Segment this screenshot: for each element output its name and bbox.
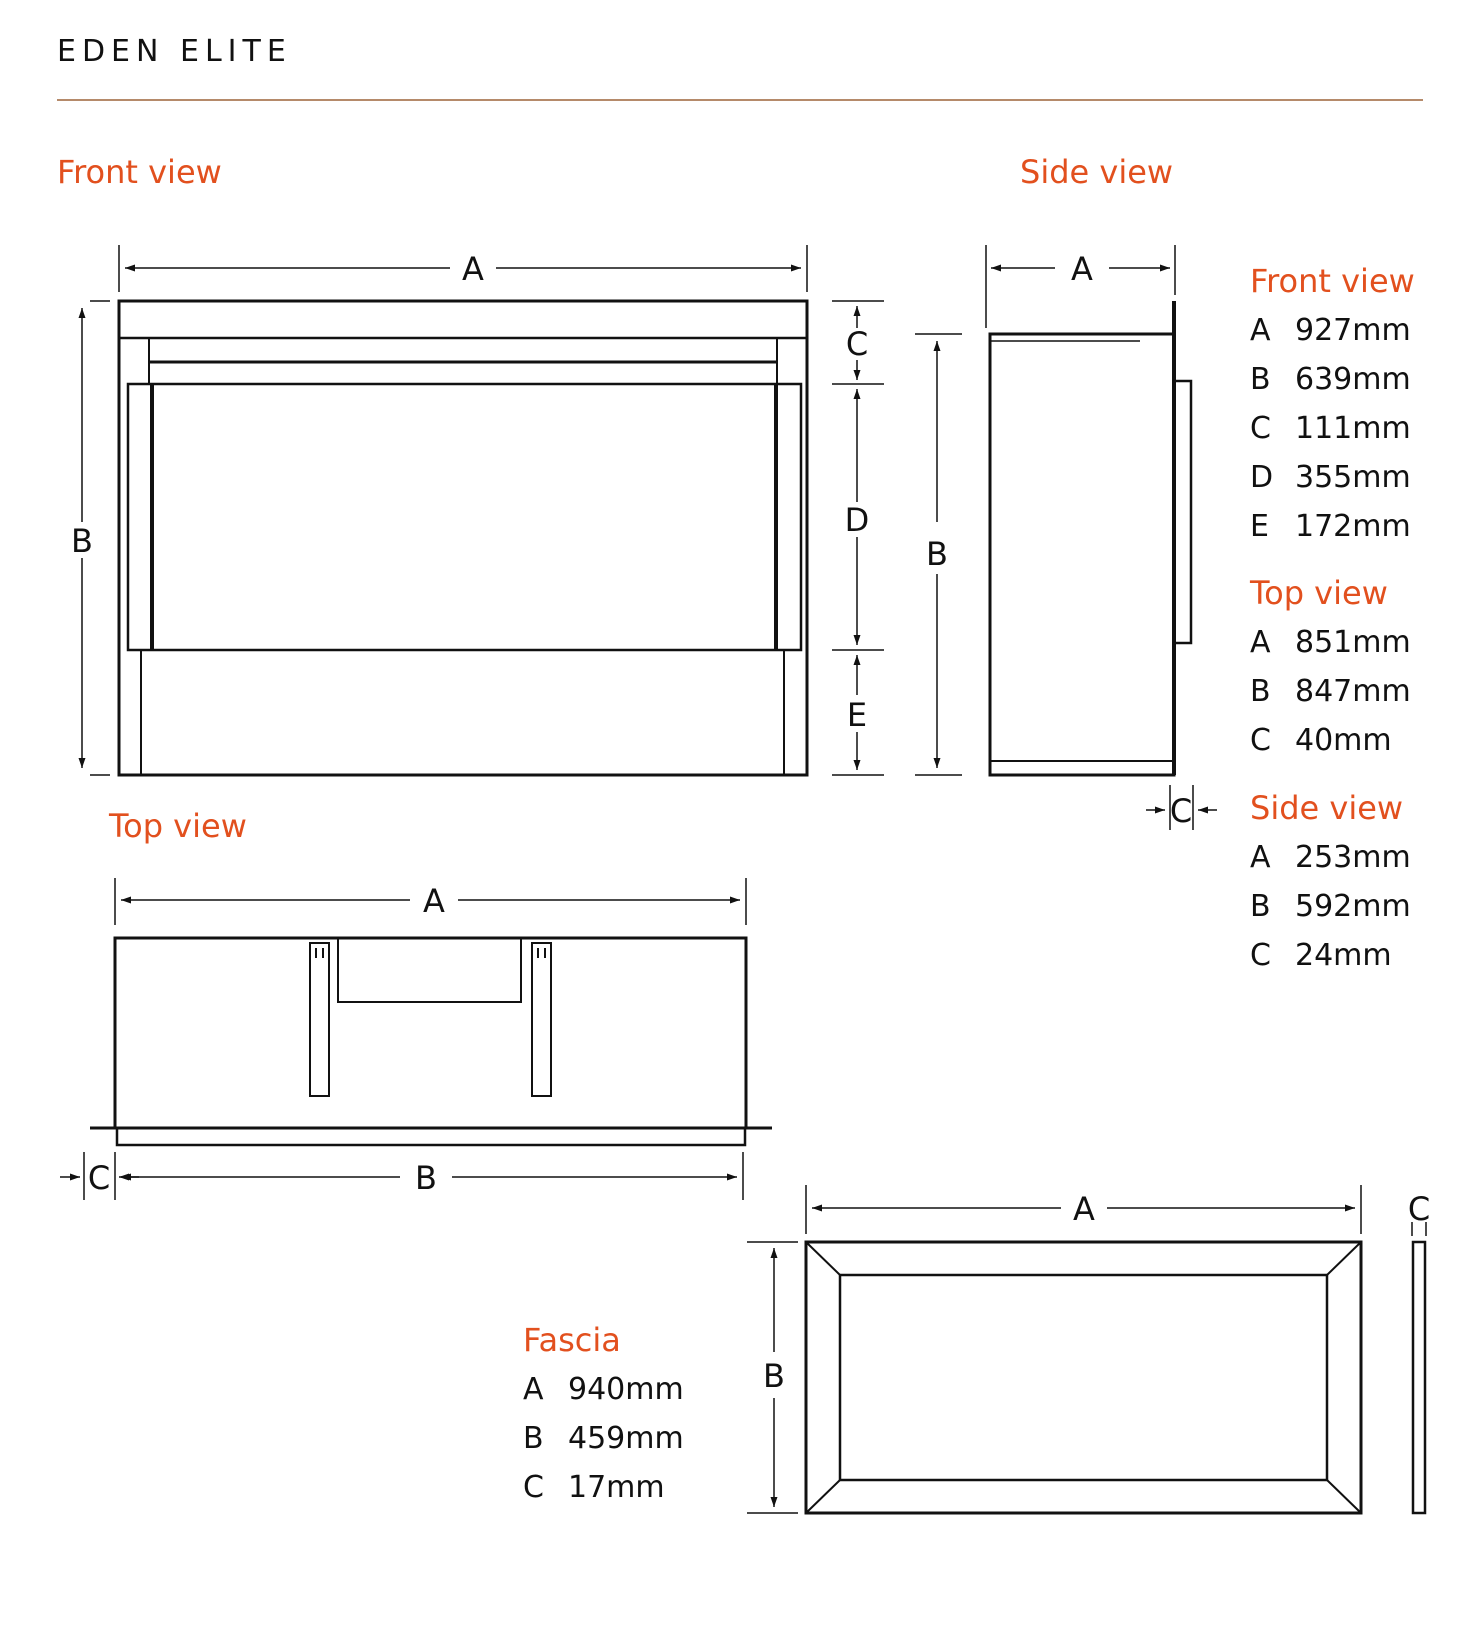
top-spec-heading: Top view [1250,574,1388,612]
side-dim-c-label: C [1170,792,1192,830]
top-spec-row: C 40mm [1250,716,1411,765]
side-dim-a-label: A [1071,250,1093,288]
fascia-drawing [747,1185,1427,1515]
front-view-drawing [78,245,884,777]
top-dim-c-label: C [88,1159,110,1197]
spec-value: 111mm [1295,411,1411,446]
spec-value: 172mm [1295,509,1411,544]
front-spec-row: A 927mm [1250,306,1415,355]
side-view-spec-list: Side view A 253mm B 592mm C 24mm [1250,784,1411,980]
side-view-heading: Side view [1020,153,1174,191]
top-spec-row: A 851mm [1250,618,1411,667]
front-dim-b-label: B [71,522,93,560]
fascia-spec-list: Fascia A 940mm B 459mm C 17mm [523,1316,684,1512]
fascia-dim-c-label: C [1408,1190,1430,1228]
side-body [988,332,1176,777]
page-title: EDEN ELITE [57,34,292,69]
spec-key: B [1250,889,1271,924]
front-spec-row: D 355mm [1250,453,1415,502]
top-view-heading: Top view [109,807,247,845]
spec-value: 40mm [1295,723,1392,758]
fascia-spec-row: C 17mm [523,1463,684,1512]
spec-key: E [1250,509,1269,544]
side-view-drawing [915,245,1217,830]
spec-key: B [1250,362,1271,397]
spec-value: 17mm [568,1470,665,1505]
spec-key: A [1250,840,1271,875]
front-dim-d-label: D [845,501,870,539]
spec-value: 24mm [1295,938,1392,973]
top-dim-a-label: A [423,882,445,920]
fascia-spec-row: A 940mm [523,1365,684,1414]
top-bracket-left [309,942,330,1097]
front-dim-e-label: E [847,696,867,734]
top-fascia-strip [115,1126,747,1147]
spec-value: 592mm [1295,889,1411,924]
front-glass-panel [126,382,803,652]
spec-key: C [1250,723,1271,758]
spec-value: 940mm [568,1372,684,1407]
fascia-outer [804,1240,1363,1515]
front-dim-a-label: A [462,250,484,288]
front-base-panel [140,649,785,776]
front-view-spec-list: Front view A 927mm B 639mm C 111mm D 355mm E… [1250,257,1415,551]
front-spec-heading: Front view [1250,262,1415,300]
fascia-dim-a-label: A [1073,1190,1095,1228]
top-bracket-right [531,942,552,1097]
spec-key: B [1250,674,1271,709]
front-spec-row: C 111mm [1250,404,1415,453]
side-spec-row: A 253mm [1250,833,1411,882]
spec-value: 639mm [1295,362,1411,397]
fascia-spec-heading: Fascia [523,1321,621,1359]
spec-key: A [1250,625,1271,660]
spec-value: 851mm [1295,625,1411,660]
fascia-spec-row: B 459mm [523,1414,684,1463]
fascia-dim-b-label: B [763,1357,785,1395]
spec-key: B [523,1421,544,1456]
spec-key: A [1250,313,1271,348]
spec-value: 927mm [1295,313,1411,348]
spec-value: 847mm [1295,674,1411,709]
side-dim-b-label: B [926,535,948,573]
spec-key: A [523,1372,544,1407]
side-spec-heading: Side view [1250,789,1404,827]
top-body [113,936,748,1130]
side-spec-row: B 592mm [1250,882,1411,931]
fascia-edge-profile [1411,1240,1427,1515]
front-outer-frame [117,299,809,777]
front-spec-row: E 172mm [1250,502,1415,551]
spec-value: 253mm [1295,840,1411,875]
top-dim-b-label: B [415,1159,437,1197]
side-control-panel [1172,379,1193,645]
header-divider [57,99,1423,101]
spec-key: C [523,1470,544,1505]
spec-value: 459mm [568,1421,684,1456]
front-view-heading: Front view [57,153,222,191]
spec-value: 355mm [1295,460,1411,495]
front-dim-c-label: C [846,325,868,363]
top-view-drawing [60,878,772,1200]
side-spec-row: C 24mm [1250,931,1411,980]
spec-key: D [1250,460,1274,495]
fascia-inner [838,1273,1329,1482]
front-spec-row: B 639mm [1250,355,1415,404]
spec-key: C [1250,938,1271,973]
top-flue-box [337,937,522,1003]
top-spec-row: B 847mm [1250,667,1411,716]
spec-key: C [1250,411,1271,446]
top-view-spec-list: Top view A 851mm B 847mm C 40mm [1250,569,1411,765]
